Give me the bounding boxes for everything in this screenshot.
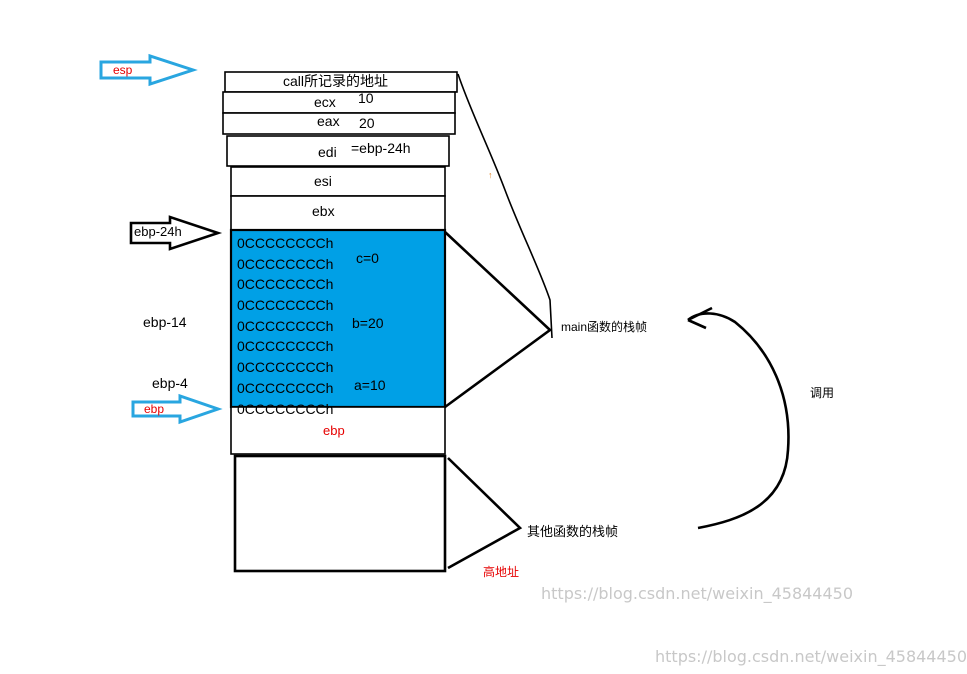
watermark-bottom-right: https://blog.csdn.net/weixin_45844450 <box>655 647 967 666</box>
other-frame-brace <box>447 457 523 570</box>
call-arrow-head <box>687 306 713 330</box>
fill-row: 0CCCCCCCCh <box>237 235 334 251</box>
main-frame-brace-top <box>457 73 553 339</box>
saved-ebp-label: ebp <box>323 423 345 438</box>
stray-mark: ↑ <box>488 170 493 180</box>
fill-row: 0CCCCCCCCh <box>237 379 334 396</box>
slot-ecx <box>222 91 456 114</box>
edi-label: edi <box>318 144 337 160</box>
esi-label: esi <box>314 173 332 189</box>
call-curved-arrow <box>687 312 790 530</box>
other-frame-label: 其他函数的栈帧 <box>527 524 619 539</box>
ebp-pointer-label: ebp <box>144 402 165 416</box>
call-label: 调用 <box>810 386 835 400</box>
fill-row: 0CCCCCCCCh <box>237 317 334 334</box>
var-b-label: b=20 <box>352 315 384 331</box>
ebp-24h-pointer-label: ebp-24h <box>134 224 182 239</box>
esp-arrow <box>99 53 198 87</box>
watermark-center: https://blog.csdn.net/weixin_45844450 <box>541 584 854 603</box>
ebx-label: ebx <box>312 203 335 219</box>
slot-saved-ebp <box>230 406 446 455</box>
other-frame-box <box>233 454 447 573</box>
ecx-value: 10 <box>358 90 374 106</box>
main-frame-label: main函数的栈帧 <box>561 320 648 334</box>
fill-row: 0CCCCCCCCh <box>237 276 334 293</box>
fill-row: 0CCCCCCCCh <box>237 338 334 355</box>
edi-value: =ebp-24h <box>351 140 411 156</box>
fill-rows: 0CCCCCCCCh 0CCCCCCCCh 0CCCCCCCCh 0CCCCCC… <box>237 235 357 421</box>
call-return-label: call所记录的地址 <box>283 73 389 89</box>
slot-ebx <box>230 195 446 231</box>
main-frame-brace-blue <box>444 231 553 409</box>
slot-esi <box>230 166 446 197</box>
slot-eax <box>222 112 456 135</box>
var-c-label: c=0 <box>356 250 379 266</box>
stack-diagram-canvas <box>99 53 790 573</box>
fill-row: 0CCCCCCCCh <box>237 359 334 376</box>
slot-edi <box>226 135 450 167</box>
var-a-label: a=10 <box>354 377 386 393</box>
high-address-label: 高地址 <box>483 565 520 579</box>
ecx-label: ecx <box>314 94 336 110</box>
ebp-24h-arrow <box>129 215 223 251</box>
fill-row: 0CCCCCCCCh <box>237 255 334 272</box>
fill-row: 0CCCCCCCCh <box>237 400 334 417</box>
eax-value: 20 <box>359 115 375 131</box>
eax-label: eax <box>317 113 340 129</box>
ebp-4-label: ebp-4 <box>152 375 188 391</box>
fill-row: 0CCCCCCCCh <box>237 297 334 314</box>
esp-pointer-label: esp <box>113 63 133 77</box>
ebp-14-label: ebp-14 <box>143 314 187 330</box>
ebp-arrow <box>131 393 223 425</box>
